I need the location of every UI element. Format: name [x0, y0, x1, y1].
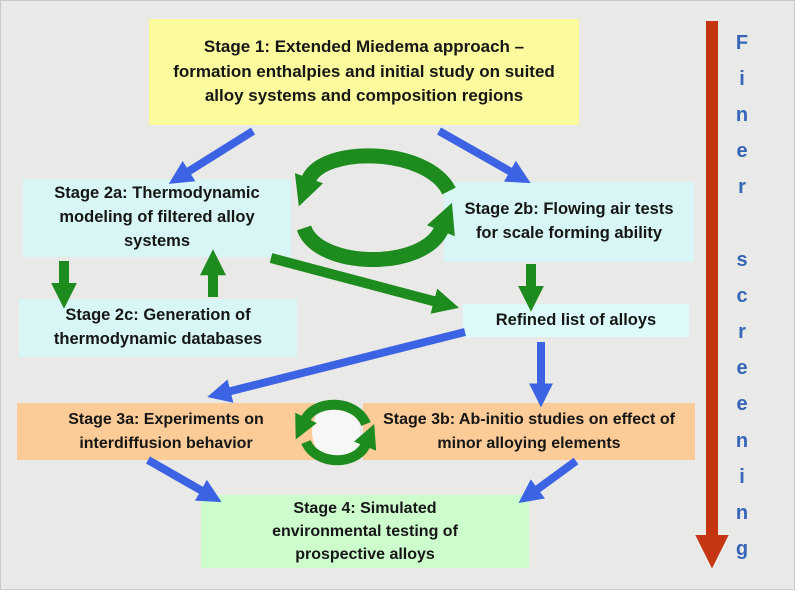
cycle-icon-stage2a-stage2b	[294, 148, 456, 267]
finer-screening-letter: F	[735, 31, 749, 54]
arrow-stage1-to-stage2b	[437, 127, 531, 184]
finer-screening-letter: c	[736, 284, 748, 307]
finer-screening-letter: i	[739, 67, 745, 90]
arrow-stage3a-to-stage4	[146, 456, 222, 503]
finer-screening-letter: i	[739, 465, 745, 488]
finer-screening-letter: e	[736, 393, 748, 416]
stage1-box: Stage 1: Extended Miedema approach – for…	[149, 19, 579, 125]
arrow-stage2a-to-refined	[269, 253, 459, 314]
finer-screening-letter: g	[735, 538, 749, 561]
finer-screening-letter: n	[735, 502, 749, 525]
stage2b-box: Stage 2b: Flowing air tests for scale fo…	[444, 182, 694, 262]
finer-screening-letter: n	[735, 103, 749, 126]
stage2a-box: Stage 2a: Thermodynamic modeling of filt…	[23, 179, 291, 257]
arrow-stage3b-to-stage4	[518, 457, 579, 504]
finer-screening-letter: r	[738, 176, 746, 199]
stage3a-box: Stage 3a: Experiments on interdiffusion …	[17, 403, 315, 460]
stage2c-box: Stage 2c: Generation of thermodynamic da…	[19, 299, 297, 357]
finer-screening-letter: r	[738, 321, 746, 344]
finer-screening-letter	[727, 206, 757, 242]
stage4-box: Stage 4: Simulated environmental testing…	[201, 495, 529, 568]
finer-screening-letter: n	[735, 429, 749, 452]
finer-screening-letter: e	[736, 140, 748, 163]
arrow-stage1-to-stage2a	[168, 127, 256, 184]
finer-screening-letter: s	[736, 248, 748, 271]
finer-screening-letter: e	[736, 357, 748, 380]
stage3b-box: Stage 3b: Ab-initio studies on effect of…	[363, 403, 695, 460]
refined-list-box: Refined list of alloys	[463, 304, 689, 337]
